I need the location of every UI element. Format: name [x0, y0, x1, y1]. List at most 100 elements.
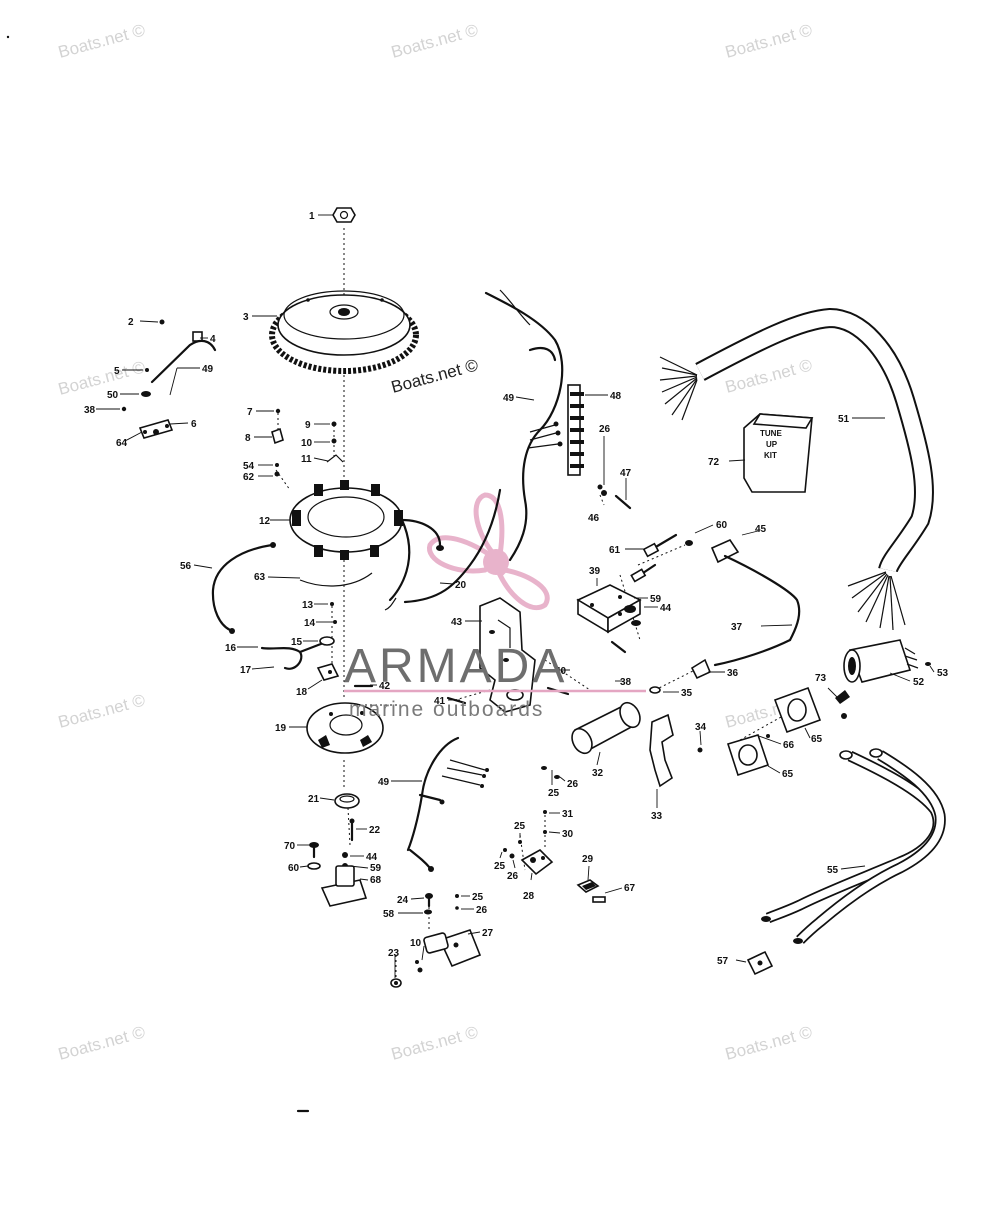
callout-39: 39	[589, 566, 601, 577]
callout-38: 38	[84, 405, 96, 416]
wiring-harness-lower	[406, 736, 489, 872]
callout-60: 60	[288, 863, 300, 874]
callout-47: 47	[620, 468, 632, 479]
callout-21: 21	[308, 794, 320, 805]
callout-13: 13	[302, 600, 314, 611]
callout-3: 3	[243, 312, 249, 323]
callout-23: 23	[388, 948, 400, 959]
connector-61	[630, 533, 678, 583]
callout-1: 1	[309, 211, 315, 222]
callout-layer	[96, 214, 935, 978]
key-switch	[835, 639, 931, 719]
wiring-harness-upper	[384, 289, 564, 611]
watermark: Boats.net ©	[56, 1022, 147, 1064]
callout-49-lower: 49	[378, 777, 390, 788]
terminal-nut	[390, 978, 402, 988]
callout-42: 42	[379, 681, 391, 692]
timer-bushing	[334, 793, 360, 842]
watermark: Boats.net ©	[56, 20, 147, 62]
callout-62: 62	[243, 472, 255, 483]
callout-6: 6	[191, 419, 197, 430]
callout-34: 34	[695, 722, 707, 733]
callout-37: 37	[731, 622, 743, 633]
trigger-sensor	[260, 602, 340, 681]
timer-spring	[299, 572, 373, 587]
callout-48: 48	[610, 391, 622, 402]
callout-51: 51	[838, 414, 850, 425]
solenoid-hardware	[424, 893, 459, 915]
spark-plug-boot	[685, 538, 801, 642]
timer-base	[306, 702, 384, 754]
callout-26-c: 26	[476, 905, 488, 916]
callout-2: 2	[128, 317, 134, 328]
high-tension-lead	[713, 638, 792, 667]
callout-72: 72	[708, 457, 720, 468]
callout-57: 57	[717, 956, 729, 967]
flywheel	[269, 290, 419, 374]
callout-55: 55	[827, 865, 839, 876]
watermark: Boats.net ©	[56, 357, 147, 399]
callout-10-lower: 10	[410, 938, 422, 949]
lead-terminals	[649, 658, 712, 694]
callout-64: 64	[116, 438, 128, 449]
callout-61: 61	[609, 545, 621, 556]
battery-cables	[761, 748, 946, 944]
callout-26-mid: 26	[567, 779, 579, 790]
callout-56: 56	[180, 561, 192, 572]
stator	[289, 480, 444, 602]
callout-54: 54	[243, 461, 255, 472]
callout-53: 53	[937, 668, 949, 679]
callout-26-b: 26	[507, 871, 519, 882]
callout-73: 73	[815, 673, 827, 684]
callout-25: 25	[548, 788, 560, 799]
callout-30: 30	[562, 829, 574, 840]
callout-49-upper: 49	[503, 393, 515, 404]
callout-50: 50	[107, 390, 119, 401]
callout-22: 22	[369, 825, 381, 836]
starter-solenoid	[415, 929, 482, 973]
callout-16: 16	[225, 643, 237, 654]
tune-up-kit: TUNE UP KIT	[743, 413, 814, 493]
coil-bracket	[446, 597, 627, 713]
callout-45: 45	[755, 524, 767, 535]
kit-label-line: KIT	[764, 451, 777, 460]
callout-65-lower: 65	[782, 769, 794, 780]
callout-52: 52	[913, 677, 925, 688]
battery-terminal	[746, 950, 774, 976]
fuse-holder	[576, 879, 606, 903]
starter-bracket	[649, 713, 703, 788]
callout-9: 9	[305, 420, 311, 431]
callout-7: 7	[247, 407, 253, 418]
throttle-cam-parts	[121, 319, 217, 439]
callout-44: 44	[366, 852, 378, 863]
watermark: Boats.net ©	[723, 1022, 814, 1064]
callout-66: 66	[783, 740, 795, 751]
callout-65: 65	[811, 734, 823, 745]
callout-5: 5	[114, 366, 120, 377]
callout-25-d: 25	[472, 892, 484, 903]
callout-14: 14	[304, 618, 316, 629]
brand-tagline: marine outboards	[349, 698, 544, 721]
callout-36: 36	[727, 668, 739, 679]
callout-38-lower: 38	[620, 677, 632, 688]
callout-46: 46	[588, 513, 600, 524]
main-harness	[659, 307, 934, 631]
callout-58: 58	[383, 909, 395, 920]
callout-68: 68	[370, 875, 382, 886]
callout-44-upper: 44	[660, 603, 672, 614]
solenoid-bracket-parts	[503, 810, 554, 876]
switch-plates	[726, 686, 822, 777]
brand-name: ARMADA	[344, 640, 567, 693]
callout-35: 35	[681, 688, 693, 699]
callout-26: 26	[599, 424, 611, 435]
callout-29: 29	[582, 854, 594, 865]
callout-18: 18	[296, 687, 308, 698]
callout-19: 19	[275, 723, 287, 734]
watermark: Boats.net ©	[56, 690, 147, 732]
callout-8: 8	[245, 433, 251, 444]
callout-31: 31	[562, 809, 574, 820]
brand-wordmark: ARMADA marine outboards	[344, 640, 646, 721]
propeller-logo-icon	[427, 492, 550, 611]
callout-12: 12	[259, 516, 271, 527]
callout-27: 27	[482, 928, 494, 939]
